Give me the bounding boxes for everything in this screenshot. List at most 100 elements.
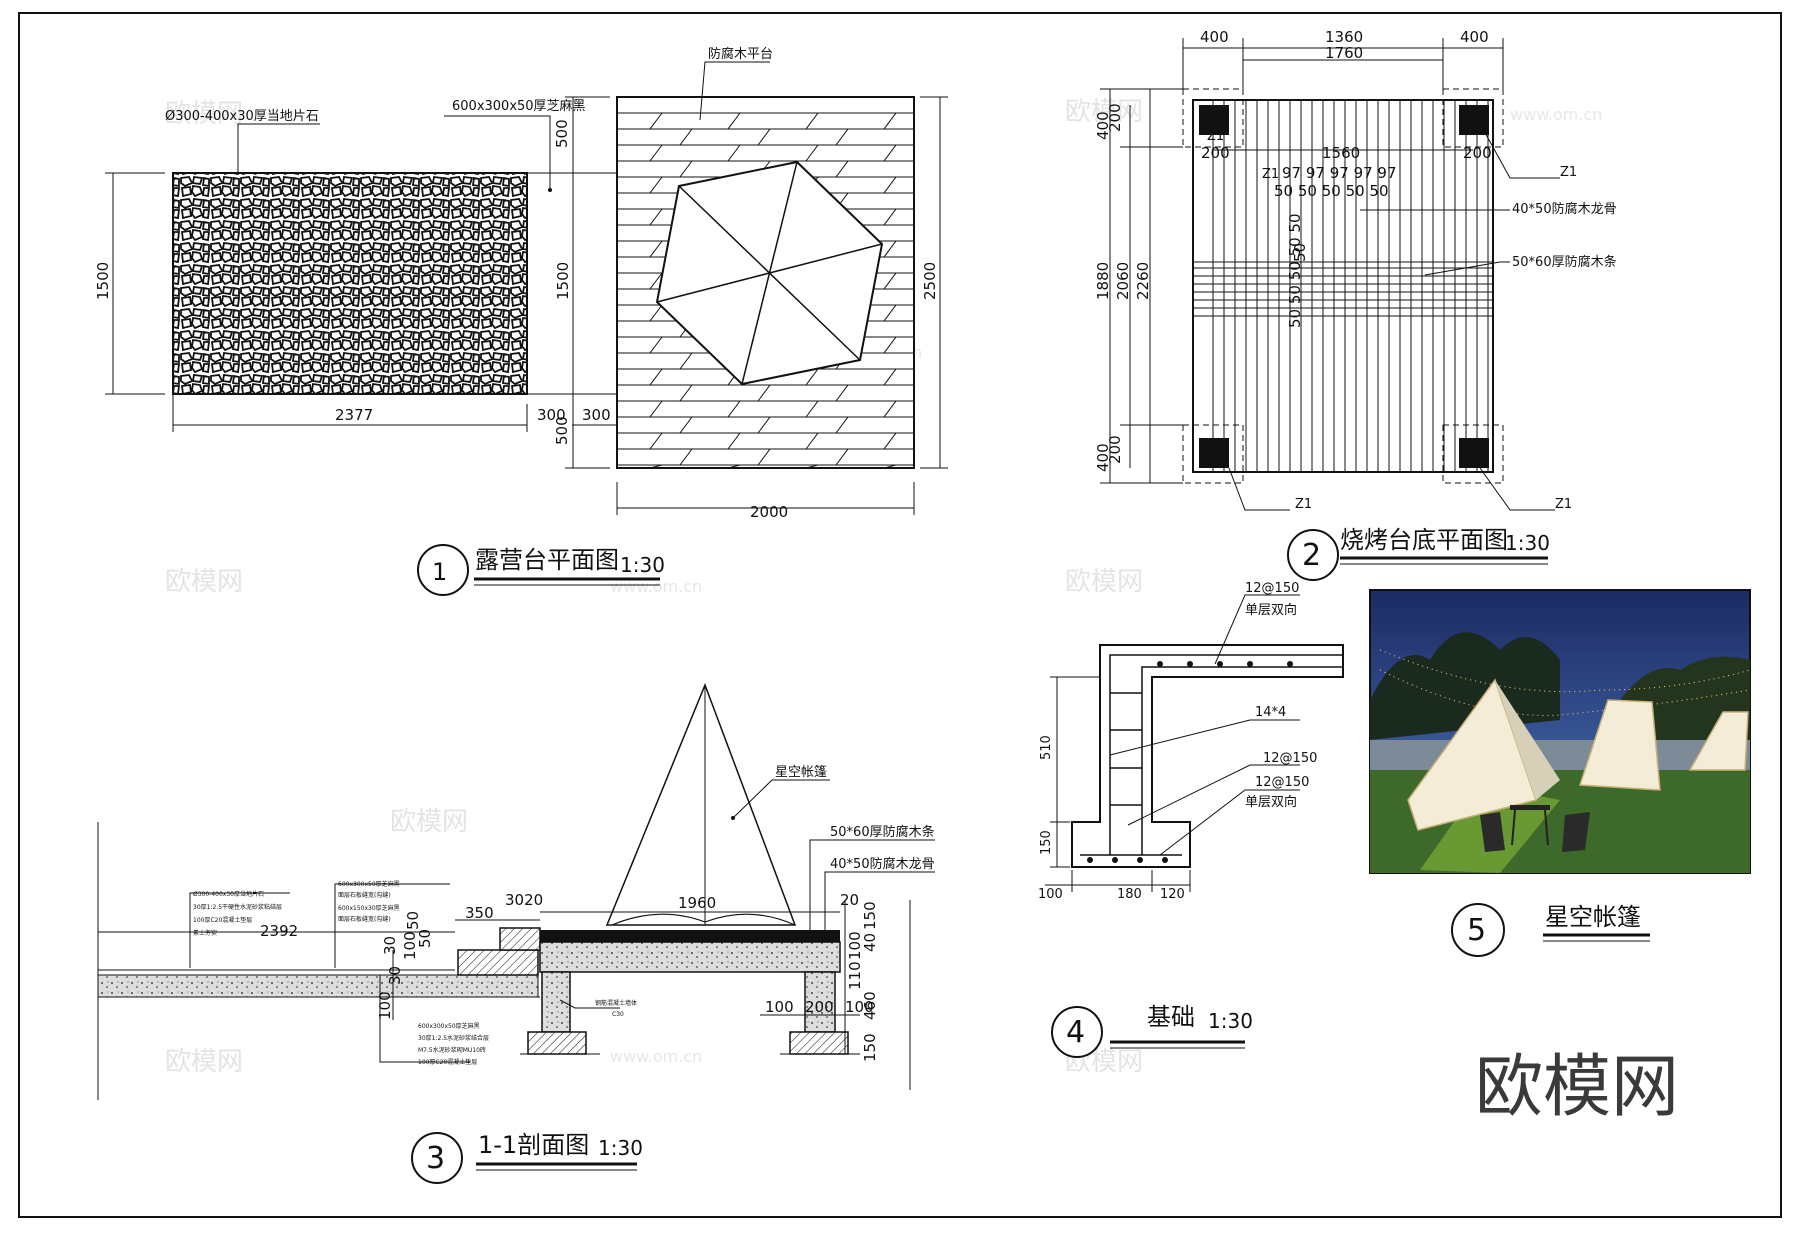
deck-board-joint [727,112,741,130]
rebar-label-2: 14*4 [1255,705,1286,720]
platform-slab [539,941,841,973]
scale-foundation4: 1:30 [1208,1009,1253,1033]
dim-150: 150 [861,901,879,930]
dim-40: 40 [861,933,879,952]
watermark-url: www.om.cn [1510,105,1602,124]
dim-100-w: 100 [765,998,794,1016]
deck-board-joint [649,368,663,386]
label-z1-tl: Z1 [1207,129,1224,144]
title-foundation4: 基础 [1147,1003,1195,1031]
dim-30-a: 30 [386,966,404,985]
scale-plan1: 1:30 [620,553,665,577]
dim-slats-97: 97 97 97 97 97 [1282,164,1397,182]
dim-1760: 1760 [1325,44,1363,62]
footing-left [527,1031,587,1055]
sheet-border [18,12,1782,1218]
dim-f-150: 150 [1039,830,1054,855]
deck-board-joint [649,432,663,450]
dim-gaps-50: 50 50 50 50 50 [1274,182,1389,200]
deck-board-joint [835,128,849,146]
dim-110: 110 [846,961,864,990]
deck-board-joint [679,352,693,370]
deck-board-joint [649,400,663,418]
left-notes: Ø300-400x30厚当地片石 30厚1:2.5干硬性水泥砂浆粘结层 100厚… [193,890,282,937]
dim-1960: 1960 [678,894,716,912]
watermark-url: www.om.cn [610,577,702,596]
tent-ribs [656,161,883,385]
dim-2000: 2000 [750,503,788,521]
dim-20: 20 [840,891,859,909]
plan2-dim-lines [1100,38,1504,484]
dim-300-b: 300 [582,406,611,424]
dim-400-a: 400 [1200,28,1229,46]
deck-board-joint [883,336,897,354]
dim-400-b: 400 [1460,28,1489,46]
deck-board-joint [649,112,663,130]
bbq-deck-outline [1192,99,1494,473]
deck-top [540,930,840,942]
rebar-label-3: 12@150 [1263,751,1317,766]
watermark-cn: 欧模网 [1065,567,1143,597]
title-number-5: 5 [1467,913,1486,948]
dim-2500: 2500 [921,262,939,300]
dim-f-120: 120 [1160,887,1185,902]
deck-board-joint [883,240,897,258]
deck-board-joint [679,160,693,178]
deck-board-joint [805,112,819,130]
section3-dim-lines [97,822,911,1100]
note-left-0: Ø300-400x30厚当地片石 [193,890,264,898]
note-left-1: 30厚1:2.5干硬性水泥砂浆粘结层 [193,903,282,911]
deck-board-joint [649,240,663,258]
deck-board-joint [757,128,771,146]
note-mid-3: 面层石板缝宽(勾缝) [338,915,391,923]
label-z1-top: Z1 [1262,167,1279,182]
step-paver [457,949,539,976]
title-photo5: 星空帐篷 [1545,903,1641,931]
dim-400-v-b: 400 [1094,443,1112,472]
note-bottom-3: 100厚C20混凝土垫层 [418,1058,477,1066]
deck-board-joint [649,208,663,226]
deck-board-joint [679,448,693,466]
watermark-cn: 欧模网 [165,567,243,597]
deck-board-joint [883,400,897,418]
title-number-3: 3 [426,1141,445,1176]
dim-300-a: 300 [537,406,566,424]
note-mid-2: 600x150x30厚芝麻黑 [338,904,400,912]
deck-board-joint [649,144,663,162]
title-section3: 1-1剖面图 [478,1131,589,1159]
dim-200-a: 200 [1201,144,1230,162]
label-star-tent: 星空帐篷 [775,765,827,780]
label-paver: 600x300x50厚芝麻黑 [452,98,586,114]
deck-board-joint [727,464,741,469]
label-section-joist: 40*50防腐木龙骨 [830,856,935,872]
note-bottom-1: 30厚1:2.5水泥砂浆结合层 [418,1034,489,1042]
dim-100-w-b: 100 [845,998,874,1016]
watermark-cn: 欧模网 [165,99,243,129]
plan1-dim-lines [105,96,948,515]
deck-board-joint [883,464,897,469]
watermark-url: www.om.cn [610,1047,702,1066]
ground-layer [97,974,539,998]
label-z1-br: Z1 [1555,497,1572,512]
label-z1-bl: Z1 [1295,497,1312,512]
section3-cross-section: 1960 2392 350 3020 20 50 30 100 150 40 1… [97,682,935,1184]
deck-board-joint [679,384,693,402]
deck-board-joint [727,432,741,450]
dim-50-b: 50 [404,911,422,930]
watermark-cn: 欧模网 [390,807,468,837]
deck-board-joint [649,176,663,194]
deck-board-joint [883,304,897,322]
dim-200-v-b: 200 [1106,435,1124,464]
note-bottom-0: 600x300x50厚芝麻黑 [418,1022,480,1030]
deck-board-joint [649,272,663,290]
photo5-star-tent: 5 星空帐篷 [1369,589,1751,957]
note-mid-0: 600x300x50厚芝麻黑 [338,880,400,888]
label-section-slat: 50*60厚防腐木条 [830,824,935,840]
foundation4-detail: 510 150 100 180 120 12@150 单层双向 14*4 12@… [1038,581,1344,1058]
dim-200-v-a: 200 [1106,103,1124,132]
deck-board-joint [835,448,849,466]
label-stone: Ø300-400x30厚当地片石 [165,109,319,124]
scale-plan2: 1:30 [1505,531,1550,555]
